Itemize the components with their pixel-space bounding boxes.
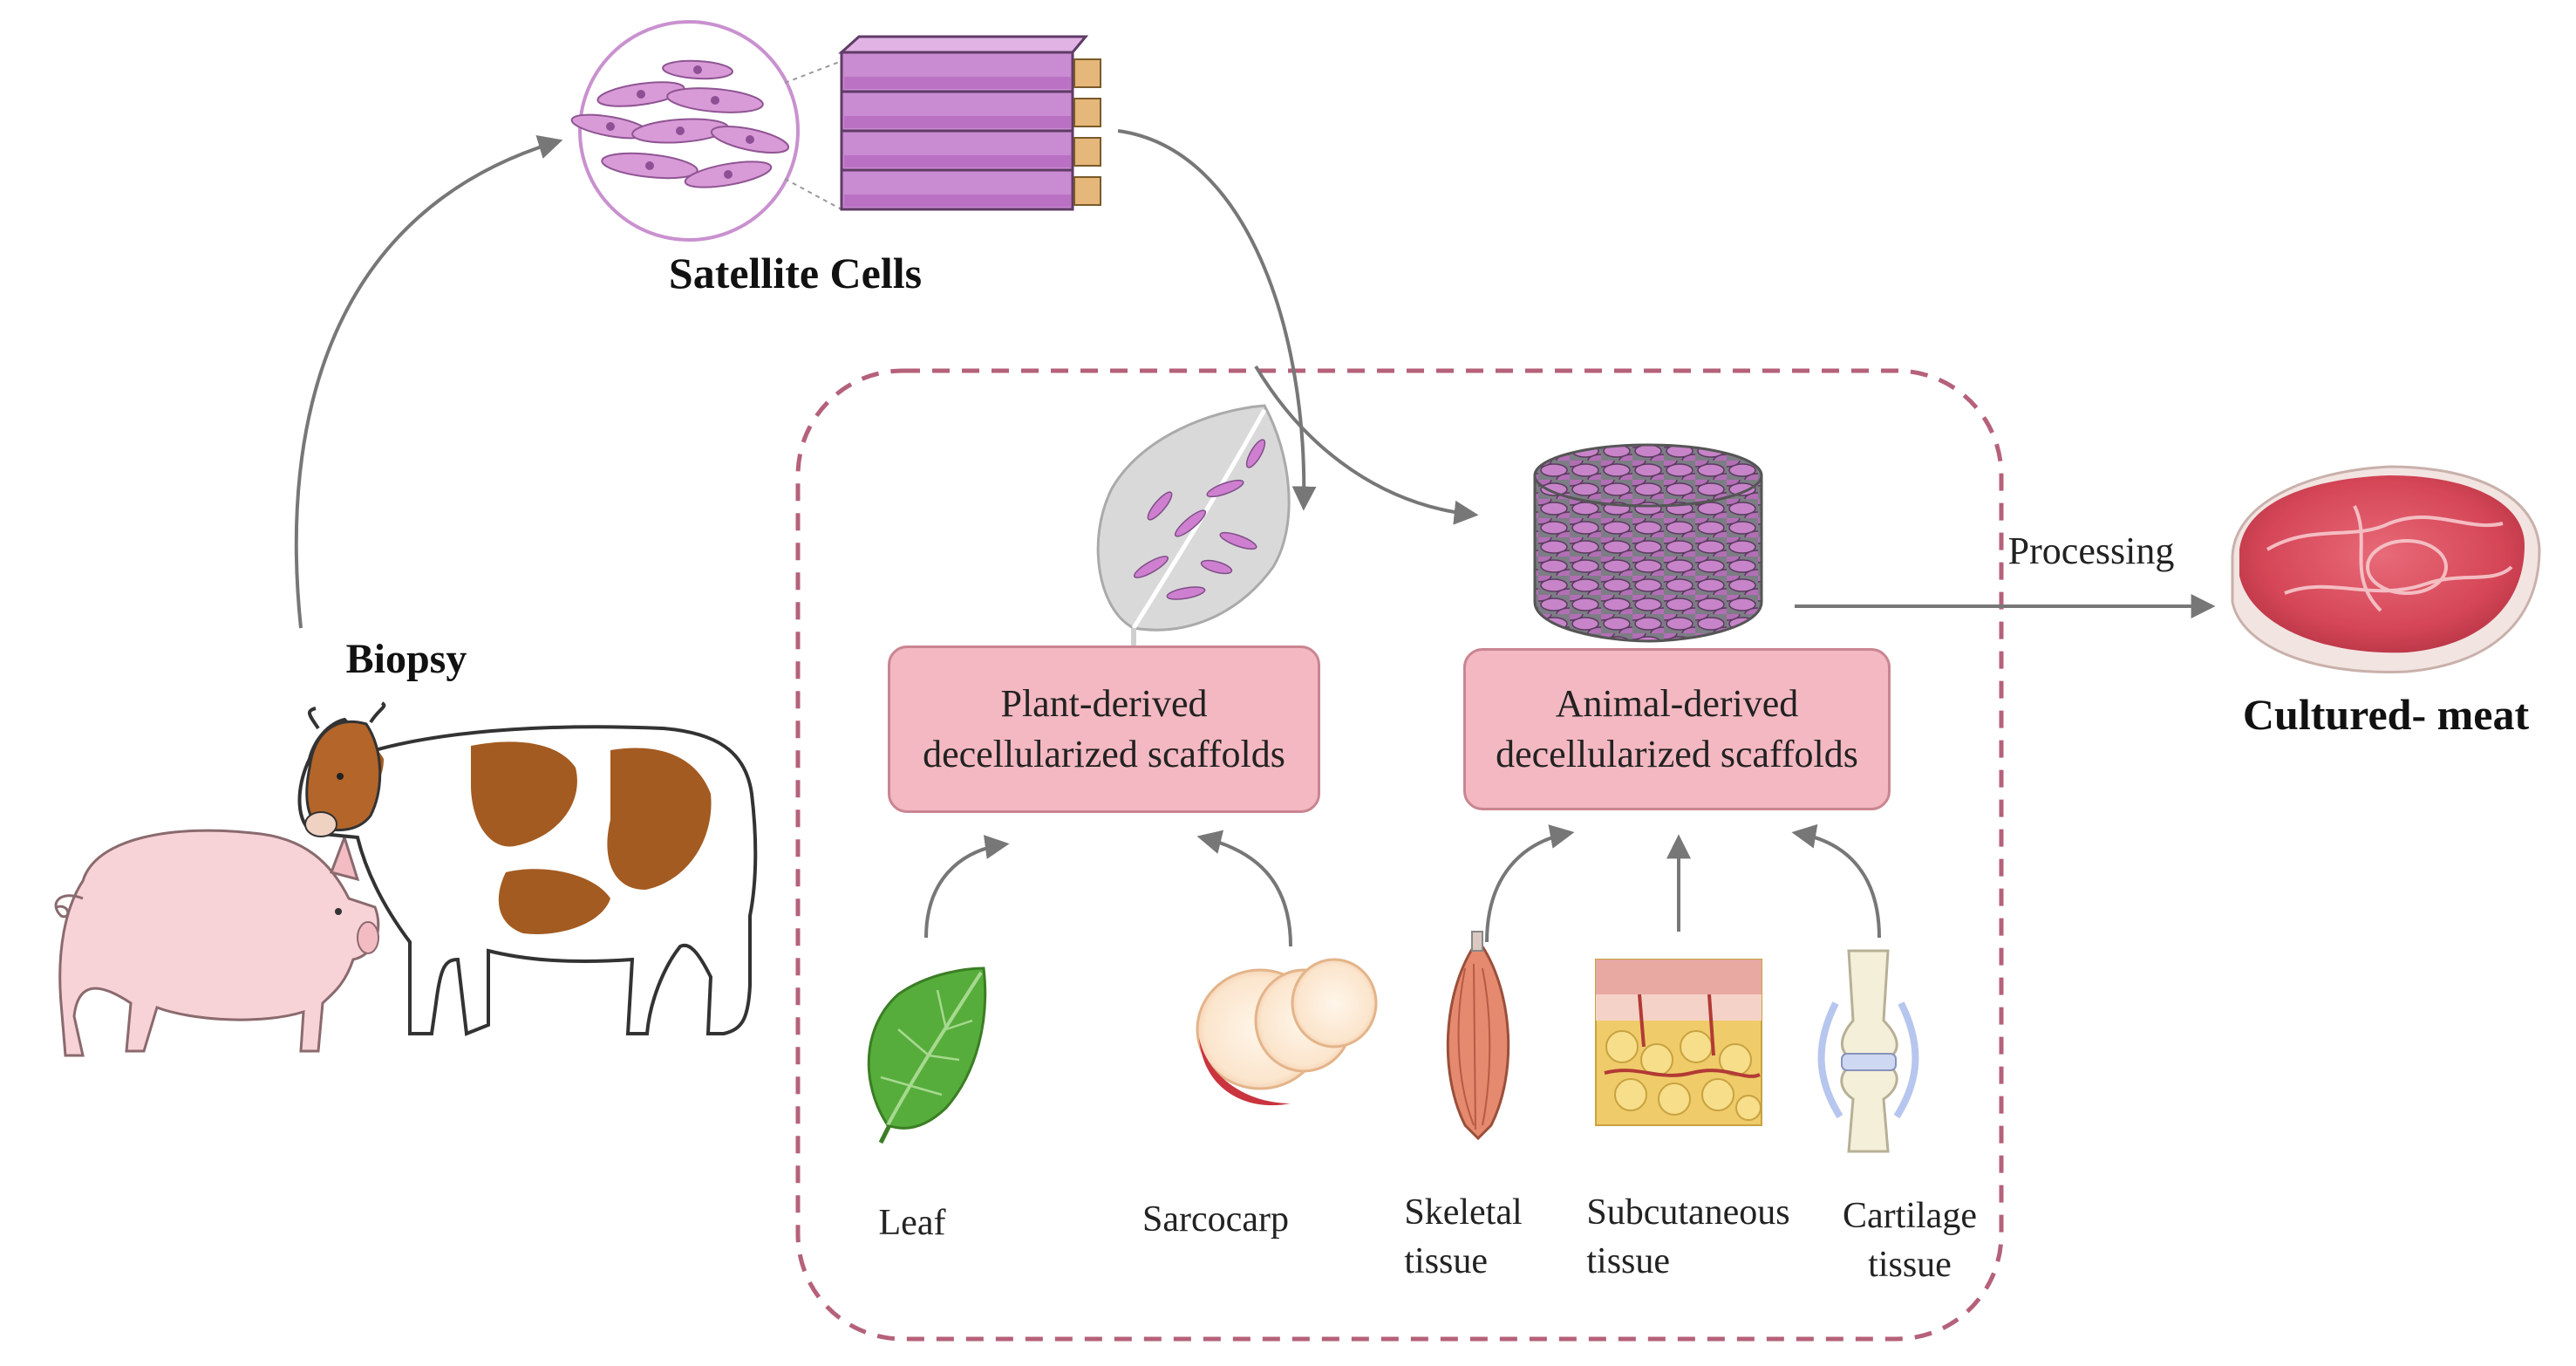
biopsy-to-satellite-arrow <box>294 135 563 629</box>
seeded-leaf-scaffold-icon <box>1096 404 1291 676</box>
flask-to-leaf-scaffold-arrow <box>1117 129 1317 511</box>
steak-icon <box>2231 465 2541 673</box>
processing-label: Processing <box>2007 529 2175 572</box>
apple-slices-icon <box>1196 958 1378 1106</box>
skeletal-line1: Skeletal <box>1404 1192 1523 1233</box>
animal-scaffold-line2: decellularized scaffolds <box>1496 733 1858 775</box>
skin-section-icon <box>1595 959 1762 1126</box>
skeletal-line2: tissue <box>1404 1241 1489 1281</box>
subcutaneous-tissue-label: Subcutaneous tissue <box>1586 1188 1789 1286</box>
leaf-icon <box>867 966 987 1144</box>
biopsy-label: Biopsy <box>345 636 467 682</box>
cell-culture-dish-icon <box>570 20 800 242</box>
plant-scaffold-line1: Plant-derived <box>1000 682 1208 725</box>
cell-culture-flask-stack-icon <box>838 35 1101 211</box>
cartilage-to-animal-arrow <box>1791 823 1881 939</box>
cow-icon <box>297 701 758 1036</box>
subcutaneous-line1: Subcutaneous <box>1586 1192 1790 1233</box>
plant-derived-scaffolds-box: Plant-derived decellularized scaffolds <box>888 645 1320 813</box>
cultured-meat-label: Cultured- meat <box>2242 690 2530 739</box>
sarcocarp-label: Sarcocarp <box>1142 1199 1289 1240</box>
animal-derived-scaffolds-box: Animal-derived decellularized scaffolds <box>1463 648 1891 810</box>
muscle-icon <box>1446 931 1510 1141</box>
zoom-guide-top <box>784 60 842 84</box>
scaffold-region-dashed-border <box>795 368 2004 1342</box>
zoom-guide-bottom <box>784 178 842 210</box>
cartilage-line1: Cartilage <box>1843 1196 1977 1236</box>
animal-scaffold-line1: Animal-derived <box>1555 682 1799 725</box>
seeded-cylinder-scaffold-icon <box>1533 443 1763 643</box>
skeletal-tissue-label: Skeletal tissue <box>1404 1188 1522 1286</box>
subcutaneous-line2: tissue <box>1586 1241 1671 1281</box>
knee-joint-icon <box>1817 949 1919 1153</box>
sarcocarp-to-plant-arrow <box>1196 830 1292 947</box>
leaf-label: Leaf <box>878 1203 946 1243</box>
plant-scaffold-line2: decellularized scaffolds <box>923 733 1285 775</box>
skeletal-to-animal-arrow <box>1485 824 1575 943</box>
flask-to-cylinder-scaffold-arrow <box>1254 365 1479 525</box>
satellite-cells-label: Satellite Cells <box>668 249 923 297</box>
cartilage-tissue-label: Cartilage tissue <box>1843 1192 1977 1289</box>
pig-icon <box>54 829 380 1057</box>
cartilage-line2: tissue <box>1868 1245 1952 1285</box>
leaf-to-plant-arrow <box>924 835 1010 939</box>
